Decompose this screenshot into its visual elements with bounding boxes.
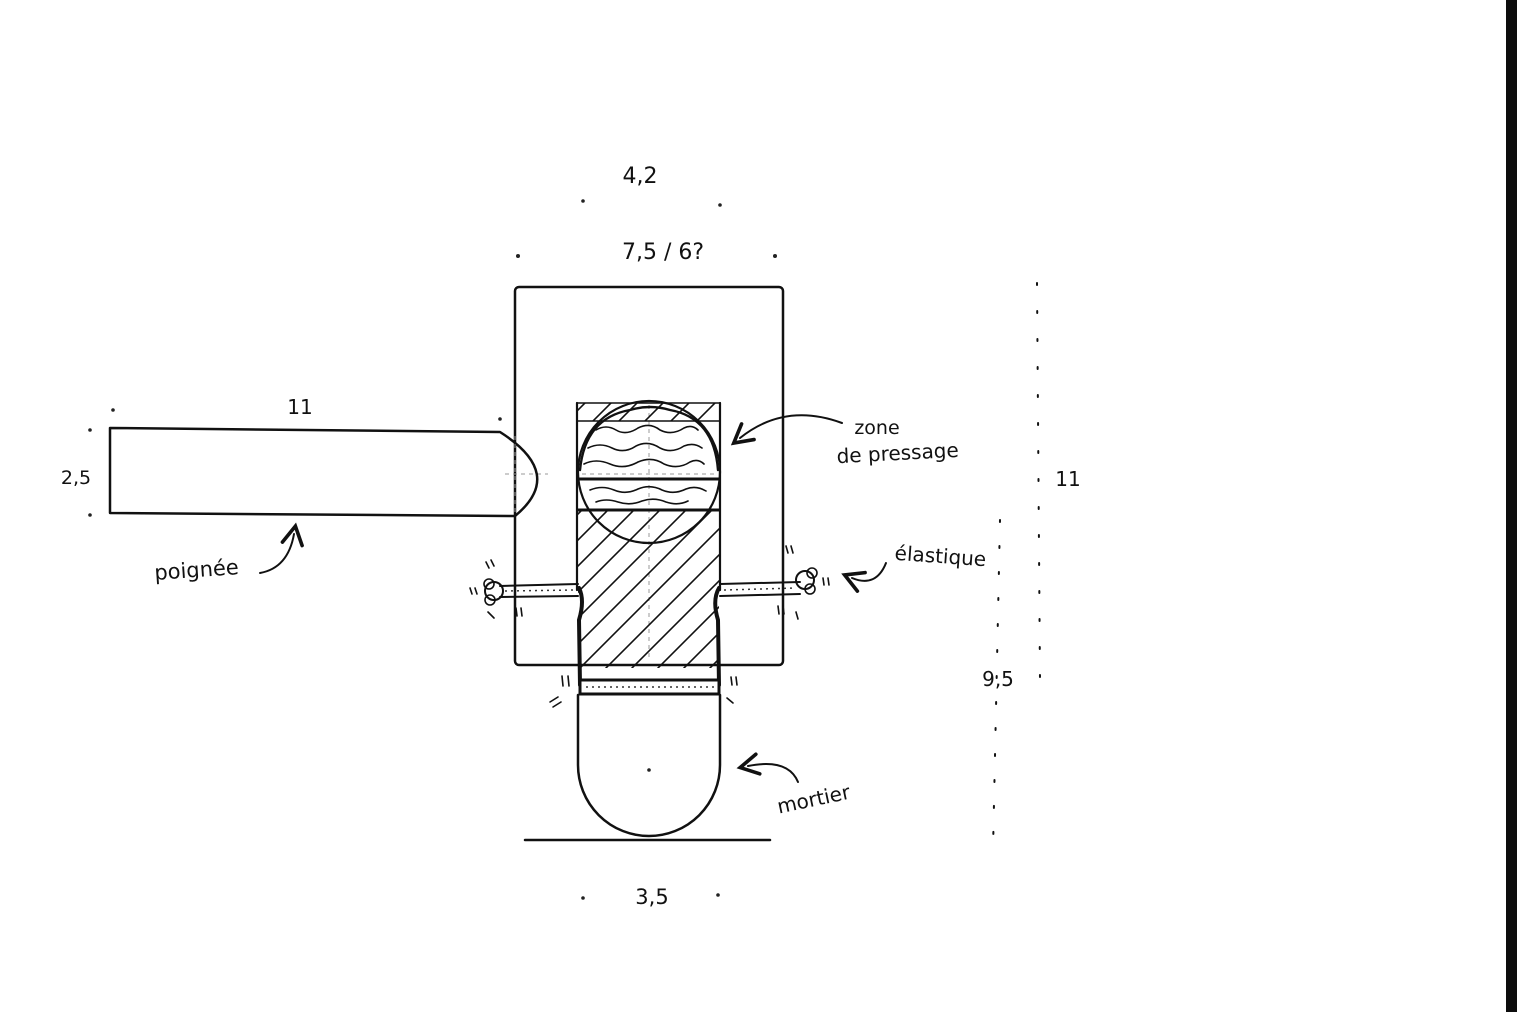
dim-dot — [498, 417, 502, 421]
dim-dot — [516, 254, 520, 258]
dim-dot — [581, 896, 585, 900]
elastic-band-texture — [723, 587, 797, 591]
handle-arrow — [259, 522, 304, 574]
motion-mark — [730, 676, 738, 686]
dim-dot — [88, 428, 92, 432]
motion-mark — [487, 611, 495, 619]
label-handle-name: poignée — [154, 555, 240, 585]
elastic-band-line — [499, 583, 579, 587]
motion-marks — [469, 545, 830, 708]
motion-mark — [515, 607, 523, 617]
mortar-center-dot — [647, 768, 651, 772]
elastic-band-line — [719, 593, 801, 597]
motion-mark — [485, 559, 495, 569]
mortar-arrow — [736, 752, 799, 783]
handle — [108, 426, 539, 518]
press-top-plate — [576, 402, 721, 422]
elastic-knot-icon — [484, 594, 496, 606]
motion-mark — [549, 696, 562, 708]
elastic-left — [483, 578, 579, 606]
dim-dot — [88, 513, 92, 517]
press-zone-arrow — [730, 414, 843, 446]
label-press-zone-line1: zone — [854, 417, 899, 439]
elastic-right — [719, 567, 818, 597]
elastic-knot-icon — [483, 578, 495, 590]
walnut-shell-outline — [578, 405, 720, 472]
motion-mark — [822, 577, 830, 586]
label-top-inner-width: 7,5 / 6? — [622, 240, 704, 265]
press-piston — [578, 510, 719, 668]
mortar-band — [578, 678, 721, 696]
label-handle-length: 11 — [287, 395, 312, 419]
motion-mark — [795, 611, 799, 620]
label-handle-height: 2,5 — [61, 467, 91, 489]
elastic-band-line — [499, 595, 579, 598]
dimension-line-total-height — [1036, 282, 1041, 681]
dim-dot — [773, 254, 777, 258]
tube-left-wall — [577, 586, 584, 687]
motion-mark — [561, 675, 570, 687]
scan-edge-shadow — [1506, 0, 1517, 1012]
motion-mark — [726, 697, 734, 704]
elastic-band-line — [719, 581, 801, 585]
walnut-texture — [595, 498, 689, 505]
label-lower-height: 9,5 — [982, 667, 1014, 691]
elastic-arrow — [841, 562, 887, 593]
elastic-knot-icon — [804, 583, 816, 595]
dim-dot — [718, 203, 722, 207]
motion-mark — [785, 545, 794, 554]
dim-dot — [111, 408, 115, 412]
mortar — [576, 693, 722, 838]
motion-mark — [469, 587, 478, 595]
walnut-texture — [587, 442, 703, 452]
label-top-outer-width: 4,2 — [623, 164, 658, 189]
walnut — [577, 405, 721, 505]
nut-circle — [576, 399, 722, 545]
label-total-height: 11 — [1055, 467, 1080, 491]
dim-dot — [716, 893, 720, 897]
tube-right-wall — [713, 586, 721, 687]
elastic-knot-icon — [806, 567, 818, 579]
dim-dot — [581, 199, 585, 203]
motion-mark — [777, 605, 785, 615]
walnut-texture — [583, 458, 705, 468]
walnut-texture — [595, 424, 699, 434]
walnut-texture — [589, 485, 707, 494]
label-bottom-width: 3,5 — [635, 885, 668, 909]
